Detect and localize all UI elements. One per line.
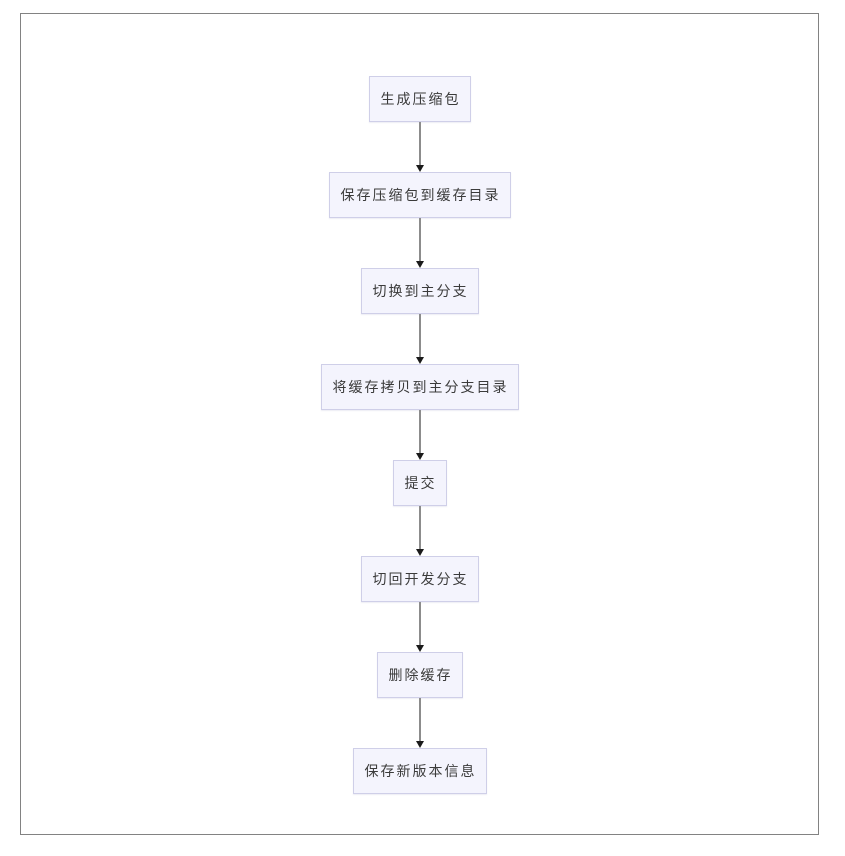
flow-node-commit: 提交	[392, 460, 447, 506]
arrow-line	[418, 218, 421, 261]
flow-node-generate-package: 生成压缩包	[368, 76, 471, 122]
arrow-head-icon	[415, 261, 424, 268]
arrow-head-icon	[415, 165, 424, 172]
arrow-line	[418, 698, 421, 741]
arrow-down-icon	[415, 410, 425, 460]
flow-node-save-new-version-info: 保存新版本信息	[352, 748, 487, 794]
arrow-line	[418, 314, 421, 357]
arrow-head-icon	[415, 357, 424, 364]
arrow-down-icon	[415, 314, 425, 364]
arrow-head-icon	[415, 549, 424, 556]
arrow-line	[418, 122, 421, 165]
arrow-down-icon	[415, 602, 425, 652]
flowchart: 生成压缩包 保存压缩包到缓存目录 切换到主分支 将缓存拷贝到主分支目录 提交 切…	[21, 76, 818, 794]
arrow-line	[418, 602, 421, 645]
flow-node-switch-back-dev-branch: 切回开发分支	[360, 556, 479, 602]
flow-node-copy-cache-to-main: 将缓存拷贝到主分支目录	[320, 364, 519, 410]
arrow-head-icon	[415, 645, 424, 652]
arrow-line	[418, 506, 421, 549]
arrow-down-icon	[415, 506, 425, 556]
arrow-head-icon	[415, 741, 424, 748]
arrow-down-icon	[415, 218, 425, 268]
flow-node-switch-main-branch: 切换到主分支	[360, 268, 479, 314]
arrow-head-icon	[415, 453, 424, 460]
arrow-down-icon	[415, 698, 425, 748]
arrow-line	[418, 410, 421, 453]
flow-node-delete-cache: 删除缓存	[376, 652, 463, 698]
flow-node-save-package-to-cache: 保存压缩包到缓存目录	[328, 172, 511, 218]
diagram-frame: 生成压缩包 保存压缩包到缓存目录 切换到主分支 将缓存拷贝到主分支目录 提交 切…	[20, 13, 819, 835]
arrow-down-icon	[415, 122, 425, 172]
